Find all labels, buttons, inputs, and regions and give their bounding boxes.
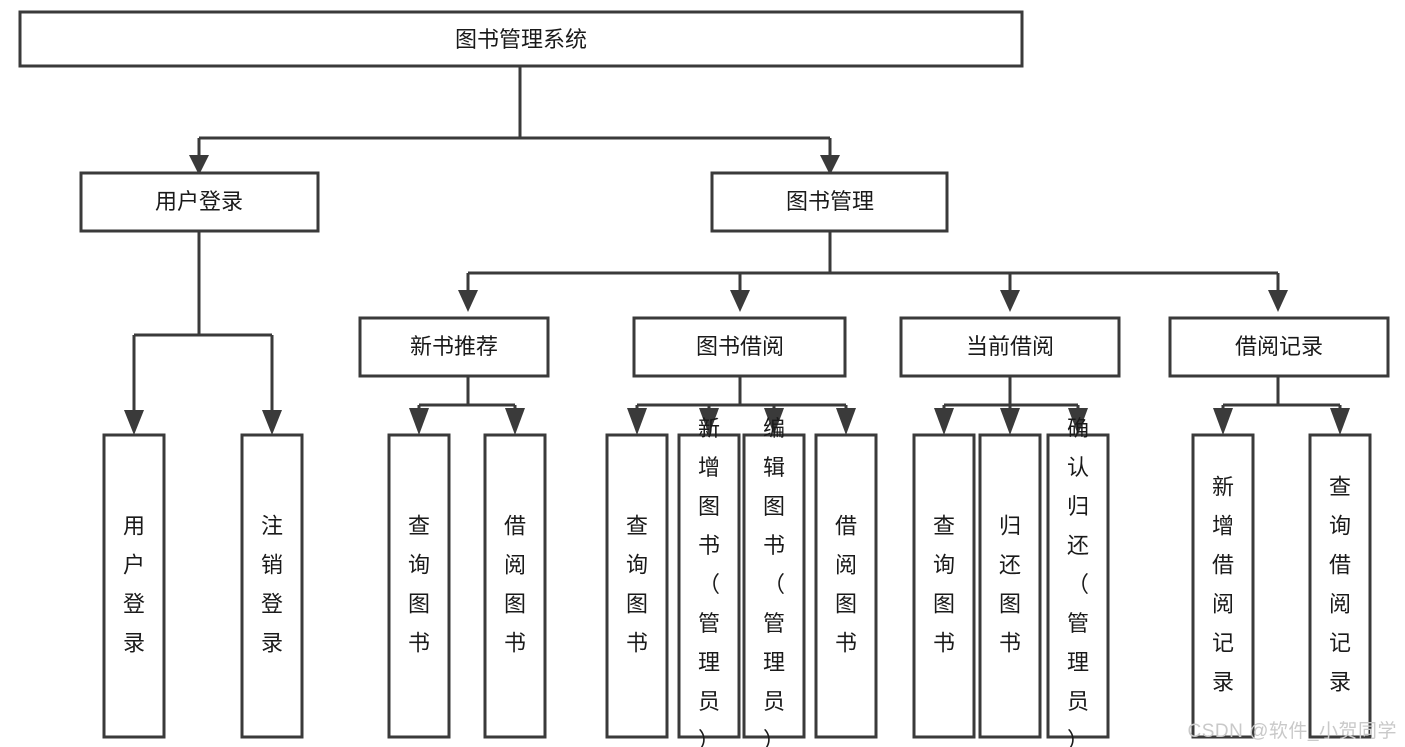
node-book-management-box[interactable] — [710, 171, 949, 233]
node-book-borrow-box[interactable] — [632, 316, 847, 378]
arrowhead-borrow-leaf3 — [764, 408, 784, 435]
arrowhead-current-leaf3 — [1068, 408, 1088, 435]
node-user-login[interactable]: 用户登录 — [79, 171, 320, 233]
leaf-current-return-box[interactable] — [978, 433, 1042, 739]
leaf-records-add-label: 新增借阅记录 — [1212, 475, 1234, 695]
arrowhead-newbook-leaf1 — [409, 408, 429, 435]
node-new-book-recommend-label: 新书推荐 — [410, 334, 498, 359]
leaf-newbook-borrow[interactable]: 借阅图书 — [483, 433, 547, 739]
node-book-management-label: 图书管理 — [786, 189, 874, 214]
arrowhead-borrow — [730, 290, 750, 312]
arrowhead-records-leaf2 — [1330, 408, 1350, 435]
node-root-label: 图书管理系统 — [455, 27, 587, 52]
arrowhead-borrow-leaf4 — [836, 408, 856, 435]
node-current-borrow-label: 当前借阅 — [966, 334, 1054, 359]
node-book-management[interactable]: 图书管理 — [710, 171, 949, 233]
leaf-borrow-add[interactable]: 新增图书（管理员） — [677, 416, 741, 747]
leaf-logout-box[interactable] — [240, 433, 304, 739]
leaf-borrow-edit-label: 编辑图书（管理员） — [763, 416, 785, 747]
leaf-records-query[interactable]: 查询借阅记录 — [1308, 433, 1372, 739]
arrowhead-user-login — [189, 155, 209, 175]
node-current-borrow[interactable]: 当前借阅 — [899, 316, 1121, 378]
node-borrow-records-label: 借阅记录 — [1235, 334, 1323, 359]
leaf-logout-label: 注销登录 — [261, 514, 283, 656]
node-new-book-recommend[interactable]: 新书推荐 — [358, 316, 550, 378]
leaf-newbook-borrow-label: 借阅图书 — [504, 514, 526, 656]
leaf-newbook-borrow-box[interactable] — [483, 433, 547, 739]
arrowhead-current — [1000, 290, 1020, 312]
node-root[interactable]: 图书管理系统 — [18, 10, 1024, 68]
node-borrow-records[interactable]: 借阅记录 — [1168, 316, 1390, 378]
leaf-records-add[interactable]: 新增借阅记录 — [1191, 433, 1255, 739]
leaf-borrow-borrow[interactable]: 借阅图书 — [814, 433, 878, 739]
leaf-user-login-box[interactable] — [102, 433, 166, 739]
leaf-borrow-add-box[interactable] — [677, 433, 741, 739]
leaf-borrow-borrow-box[interactable] — [814, 433, 878, 739]
leaf-current-query-label: 查询图书 — [933, 514, 955, 656]
arrowhead-newbook — [458, 290, 478, 312]
leaf-logout[interactable]: 注销登录 — [240, 433, 304, 739]
node-user-login-box[interactable] — [79, 171, 320, 233]
leaf-borrow-edit[interactable]: 编辑图书（管理员） — [742, 416, 806, 747]
arrowhead-user-login-leaf — [124, 410, 144, 435]
arrowhead-logout-leaf — [262, 410, 282, 435]
node-user-login-label: 用户登录 — [155, 189, 243, 214]
node-borrow-records-box[interactable] — [1168, 316, 1390, 378]
leaf-newbook-query-box[interactable] — [387, 433, 451, 739]
leaf-borrow-query[interactable]: 查询图书 — [605, 433, 669, 739]
node-book-borrow-label: 图书借阅 — [696, 334, 784, 359]
leaf-current-confirm-box[interactable] — [1046, 433, 1110, 739]
arrowhead-newbook-leaf2 — [505, 408, 525, 435]
leaf-newbook-query-label: 查询图书 — [408, 514, 430, 656]
leaf-borrow-borrow-label: 借阅图书 — [835, 514, 857, 656]
edges-layer — [124, 66, 1350, 435]
leaf-current-query-box[interactable] — [912, 433, 976, 739]
leaf-records-add-box[interactable] — [1191, 433, 1255, 739]
arrowhead-book-mgmt — [820, 155, 840, 175]
arrowhead-records-leaf1 — [1213, 408, 1233, 435]
leaf-user-login-label: 用户登录 — [123, 514, 145, 656]
arrowhead-current-leaf1 — [934, 408, 954, 435]
nodes-layer: 图书管理系统 用户登录 图书管理 新书推荐 图书借阅 当前 — [18, 10, 1390, 747]
arrowhead-current-leaf2 — [1000, 408, 1020, 435]
leaf-current-confirm-label: 确认归还（管理员） — [1067, 416, 1089, 747]
leaf-borrow-query-box[interactable] — [605, 433, 669, 739]
leaf-user-login[interactable]: 用户登录 — [102, 433, 166, 739]
leaf-borrow-query-label: 查询图书 — [626, 514, 648, 656]
leaf-current-confirm[interactable]: 确认归还（管理员） — [1046, 416, 1110, 747]
node-root-box[interactable] — [18, 10, 1024, 68]
arrowhead-records — [1268, 290, 1288, 312]
arrowhead-borrow-leaf1 — [627, 408, 647, 435]
arrowhead-borrow-leaf2 — [699, 408, 719, 435]
leaf-current-query[interactable]: 查询图书 — [912, 433, 976, 739]
leaf-borrow-add-label: 新增图书（管理员） — [698, 416, 720, 747]
node-book-borrow[interactable]: 图书借阅 — [632, 316, 847, 378]
leaf-records-query-label: 查询借阅记录 — [1329, 475, 1351, 695]
leaf-records-query-box[interactable] — [1308, 433, 1372, 739]
node-new-book-recommend-box[interactable] — [358, 316, 550, 378]
leaf-current-return-label: 归还图书 — [999, 514, 1021, 656]
leaf-borrow-edit-box[interactable] — [742, 433, 806, 739]
leaf-newbook-query[interactable]: 查询图书 — [387, 433, 451, 739]
leaf-current-return[interactable]: 归还图书 — [978, 433, 1042, 739]
node-current-borrow-box[interactable] — [899, 316, 1121, 378]
